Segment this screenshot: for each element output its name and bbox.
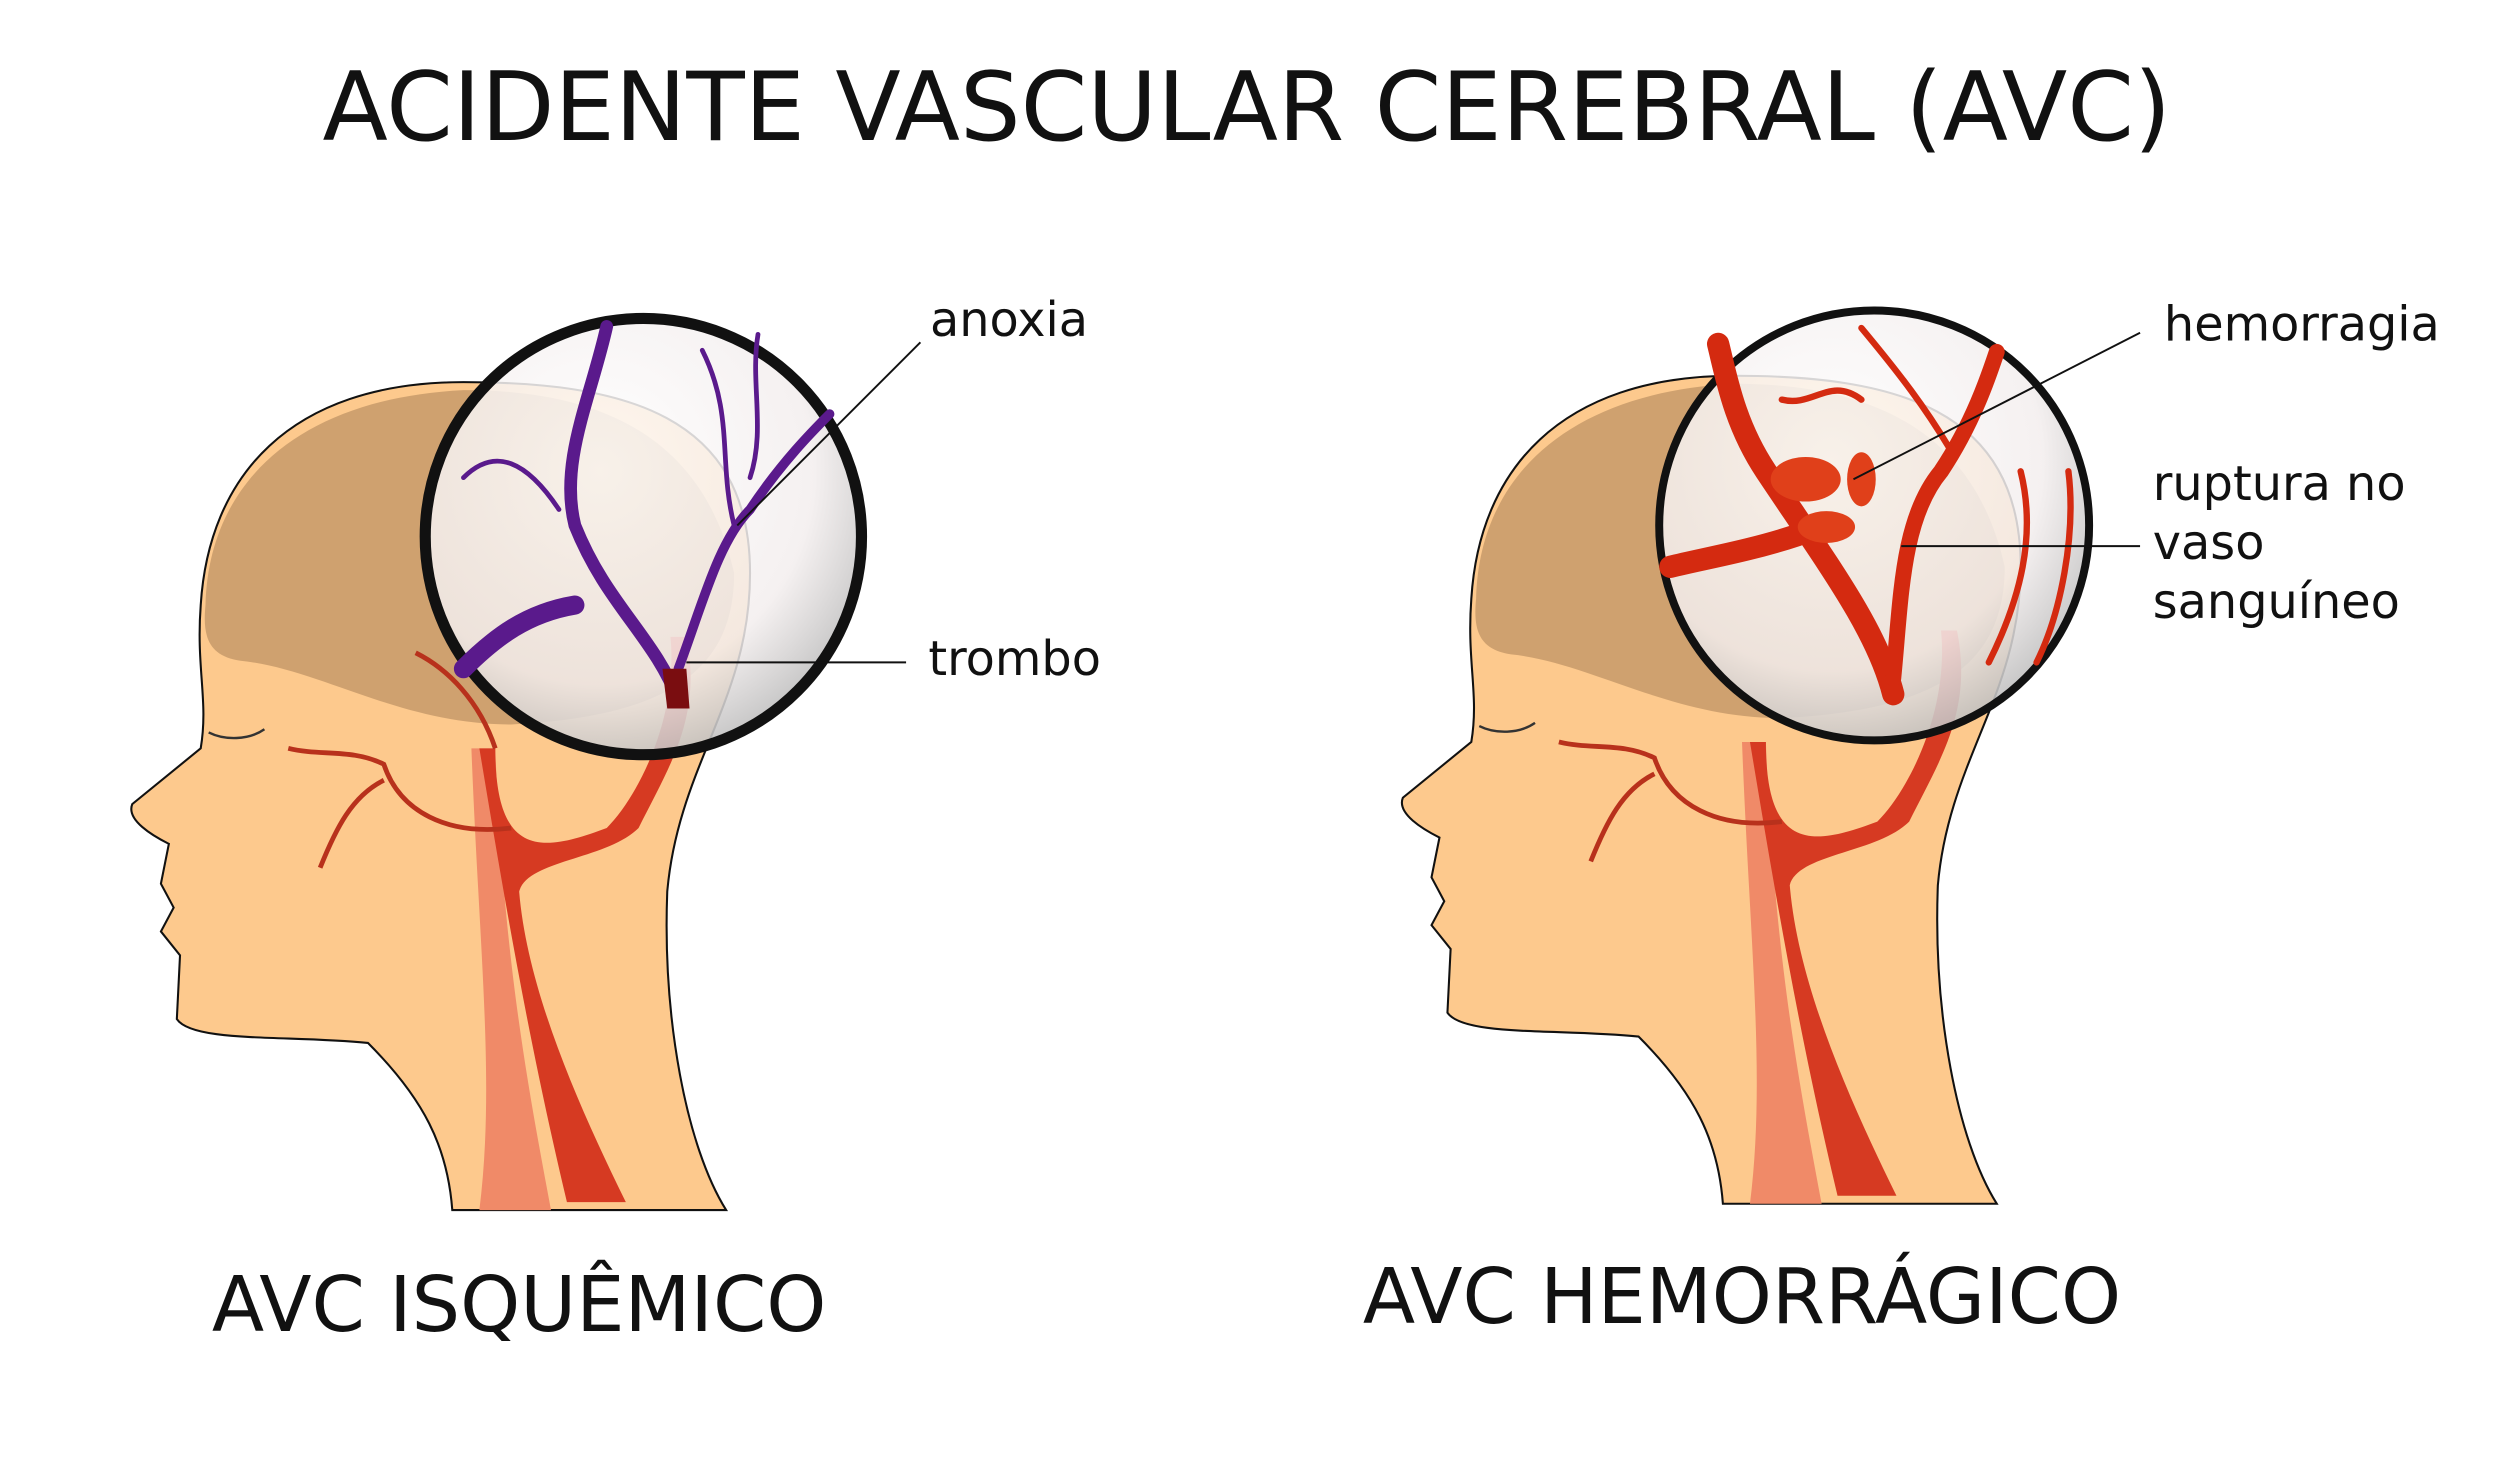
anoxia-leader-line: [736, 341, 922, 527]
ischemic-head: anoxia trombo AVC ISQUÊMICO: [130, 293, 1101, 1350]
page-title: ACIDENTE VASCULAR CEREBRAL (AVC): [322, 51, 2171, 163]
hemorrhagic-head: hemorragia ruptura no vaso sanguíneo AVC…: [1363, 298, 2440, 1342]
label-rupture-3: sanguíneo: [2153, 575, 2400, 630]
facial-arteries: [1558, 739, 1783, 863]
hemorrhage-drops: [1770, 452, 1876, 543]
hemorrhage-leader-line: [1853, 331, 2141, 481]
zoom-lens: [419, 312, 868, 761]
label-rupture-1: ruptura no: [2153, 457, 2406, 512]
caption-ischemic: AVC ISQUÊMICO: [212, 1259, 827, 1350]
facial-arteries: [287, 650, 512, 869]
eyelash-icon: [1478, 721, 1536, 733]
label-rupture-2: vaso: [2153, 516, 2265, 571]
vein: [471, 748, 552, 1211]
occluded-vessels: [453, 320, 835, 707]
label-thrombus: trombo: [928, 632, 1101, 687]
zoom-lens: [1655, 306, 2094, 745]
caption-hemorrhagic: AVC HEMORRÁGICO: [1363, 1252, 2121, 1342]
thrombus: [662, 668, 690, 709]
vein: [1742, 741, 1822, 1204]
label-anoxia: anoxia: [930, 293, 1088, 348]
label-hemorrhage: hemorragia: [2164, 298, 2440, 353]
eyelash-icon: [208, 728, 266, 740]
